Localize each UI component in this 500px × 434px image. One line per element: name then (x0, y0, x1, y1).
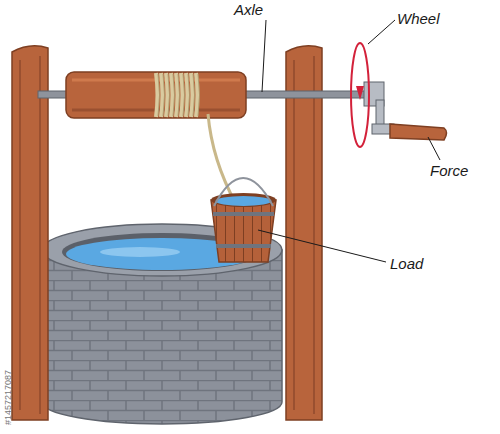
bucket (211, 178, 276, 262)
crank (364, 82, 447, 140)
rope-turn (191, 73, 193, 117)
drum (66, 72, 246, 118)
rope (208, 114, 236, 204)
rope-turn (156, 73, 158, 117)
watermark: #1457217087 (4, 370, 13, 425)
rope-turn (161, 73, 163, 117)
right-post (286, 46, 322, 420)
rope-turn-shade (198, 74, 200, 116)
rope-turn (181, 73, 183, 117)
rope-turn-shade (183, 74, 185, 116)
part-label: Force (430, 163, 468, 178)
rope-turn (176, 73, 178, 117)
rope-turn-shade (158, 74, 160, 116)
rope-turn-shade (168, 74, 170, 116)
rope-windings (156, 73, 200, 117)
left-post (12, 46, 48, 420)
part-label: Load (390, 256, 423, 271)
part-label: Wheel (397, 11, 440, 26)
rope-turn-shade (193, 74, 195, 116)
rope-turn (166, 73, 168, 117)
wheel-arrow (351, 43, 369, 147)
rope-turn-shade (163, 74, 165, 116)
rope-turn-shade (173, 74, 175, 116)
rope-turn-shade (188, 74, 190, 116)
rope-turn (171, 73, 173, 117)
rope-turn (186, 73, 188, 117)
rope-turn (196, 73, 198, 117)
rope-turn-shade (178, 74, 180, 116)
part-label: Axle (234, 2, 263, 17)
leader-lines (258, 20, 440, 262)
